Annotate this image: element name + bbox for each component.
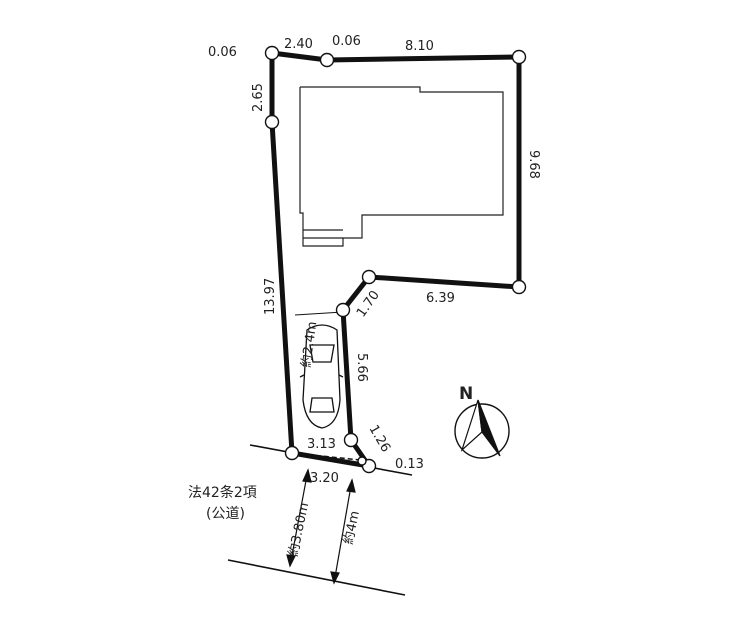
vertex [511, 49, 527, 65]
north-label: N [459, 384, 473, 404]
vertex [335, 302, 351, 318]
dim-top-long: 8.10 [405, 39, 434, 54]
vertex [511, 279, 527, 295]
road-width-label-2: 約4m [341, 510, 363, 546]
road-width-arrow-2 [330, 478, 356, 585]
road-width-label-1: 約3.80m [286, 501, 312, 558]
vertex [343, 432, 359, 448]
vertex [361, 269, 377, 285]
dim-bottom-outer: 3.20 [310, 471, 339, 486]
dim-left-long: 13.97 [263, 278, 278, 315]
road-edge-lower [227, 559, 406, 596]
vertex [319, 52, 335, 68]
vertex [264, 45, 280, 61]
road-width-arrow-1 [286, 468, 312, 568]
dim-bottom-inner: 3.13 [307, 437, 336, 452]
dim-bottom-corner: 1.26 [366, 423, 393, 456]
car-icon [299, 324, 344, 429]
dim-right: 9.68 [526, 150, 541, 179]
north-arrow-icon [454, 399, 510, 459]
vertex [357, 456, 367, 466]
dim-top-short: 2.40 [284, 37, 313, 52]
building-footprint [299, 86, 504, 247]
dim-top-offset-2: 0.06 [332, 34, 361, 49]
driveway-guide [294, 311, 344, 316]
dim-step-horizontal: 6.39 [426, 291, 455, 306]
vertex-markers [264, 45, 527, 474]
road-public-label: (公道) [206, 506, 245, 522]
parking-label: 約2.4m [299, 321, 320, 369]
vertex [264, 114, 280, 130]
dim-top-left-offset: 0.06 [208, 45, 237, 60]
dim-driveway-right: 5.66 [354, 353, 369, 382]
vertex [284, 445, 300, 461]
dim-bottom-offset: 0.13 [395, 457, 424, 472]
road-type-label: 法42条2項 [188, 484, 257, 501]
setback-line [291, 452, 361, 461]
dim-left-upper: 2.65 [251, 83, 266, 112]
